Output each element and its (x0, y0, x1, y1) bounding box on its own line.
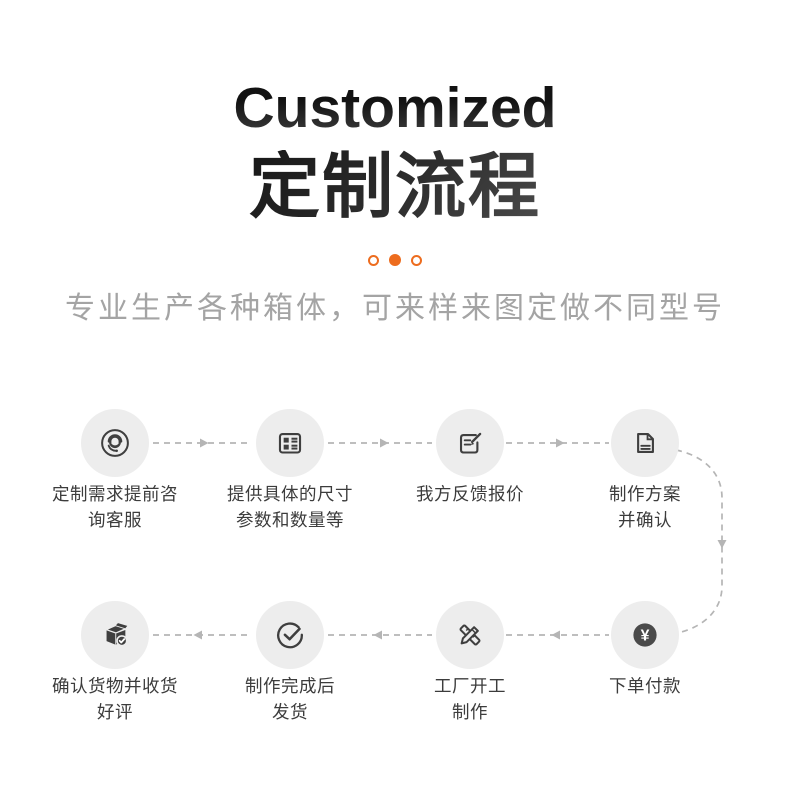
headset-support-icon (101, 429, 129, 457)
step-8-label: 确认货物并收货 好评 (52, 673, 178, 725)
step-6-label: 工厂开工 制作 (434, 673, 506, 725)
title-chinese: 定制流程 (0, 149, 790, 227)
step-7-label-line2: 发货 (272, 702, 308, 722)
step-5-label-line1: 下单付款 (609, 676, 681, 696)
step-1-circle (81, 409, 149, 477)
step-4-circle (611, 409, 679, 477)
step-8-circle (81, 601, 149, 669)
step-6-circle (436, 601, 504, 669)
step-8-label-line2: 好评 (97, 702, 133, 722)
step-4-label-line1: 制作方案 (609, 484, 681, 504)
step-6-label-line1: 工厂开工 (434, 676, 506, 696)
step-1-consult: 定制需求提前咨 询客服 (30, 409, 200, 533)
step-2-specs: 提供具体的尺寸 参数和数量等 (205, 409, 375, 533)
step-6-label-line2: 制作 (452, 702, 488, 722)
package-received-icon (105, 623, 128, 647)
step-7-label-line1: 制作完成后 (245, 676, 335, 696)
step-4-plan: 制作方案 并确认 (560, 409, 730, 533)
step-3-label: 我方反馈报价 (416, 481, 524, 507)
step-1-label-line1: 定制需求提前咨 (52, 484, 178, 504)
pencil-ruler-icon (459, 624, 481, 646)
step-2-circle (256, 409, 324, 477)
step-2-label-line1: 提供具体的尺寸 (227, 484, 353, 504)
plan-document-icon (637, 432, 654, 454)
subtitle-text: 专业生产各种箱体，可来样来图定做不同型号 (65, 292, 725, 325)
title-english: Customized (0, 80, 790, 137)
dot-outline-left (368, 254, 379, 266)
step-2-label: 提供具体的尺寸 参数和数量等 (227, 481, 353, 533)
step-3-label-line1: 我方反馈报价 (416, 484, 524, 504)
check-circle-icon (277, 622, 303, 649)
step-1-label-line2: 询客服 (88, 510, 142, 530)
yen-payment-icon: ¥ (633, 623, 657, 647)
step-4-label: 制作方案 并确认 (609, 481, 681, 533)
step-1-label: 定制需求提前咨 询客服 (52, 481, 178, 533)
step-8-label-line1: 确认货物并收货 (52, 676, 178, 696)
dot-filled-center (389, 254, 401, 266)
step-7-shipping: 制作完成后 发货 (205, 601, 375, 725)
step-4-label-line2: 并确认 (618, 510, 672, 530)
yen-symbol: ¥ (641, 627, 650, 644)
step-3-quote: 我方反馈报价 (385, 409, 555, 507)
spec-form-icon (278, 432, 302, 454)
step-2-label-line2: 参数和数量等 (236, 510, 344, 530)
step-3-circle (436, 409, 504, 477)
step-5-payment: ¥ 下单付款 (560, 601, 730, 699)
step-8-receive: 确认货物并收货 好评 (30, 601, 200, 725)
step-7-circle (256, 601, 324, 669)
step-6-production: 工厂开工 制作 (385, 601, 555, 725)
carousel-dots (0, 254, 790, 266)
dot-outline-right (411, 254, 422, 266)
step-7-label: 制作完成后 发货 (245, 673, 335, 725)
quote-edit-icon (459, 432, 482, 454)
step-5-label: 下单付款 (609, 673, 681, 699)
step-5-circle: ¥ (611, 601, 679, 669)
